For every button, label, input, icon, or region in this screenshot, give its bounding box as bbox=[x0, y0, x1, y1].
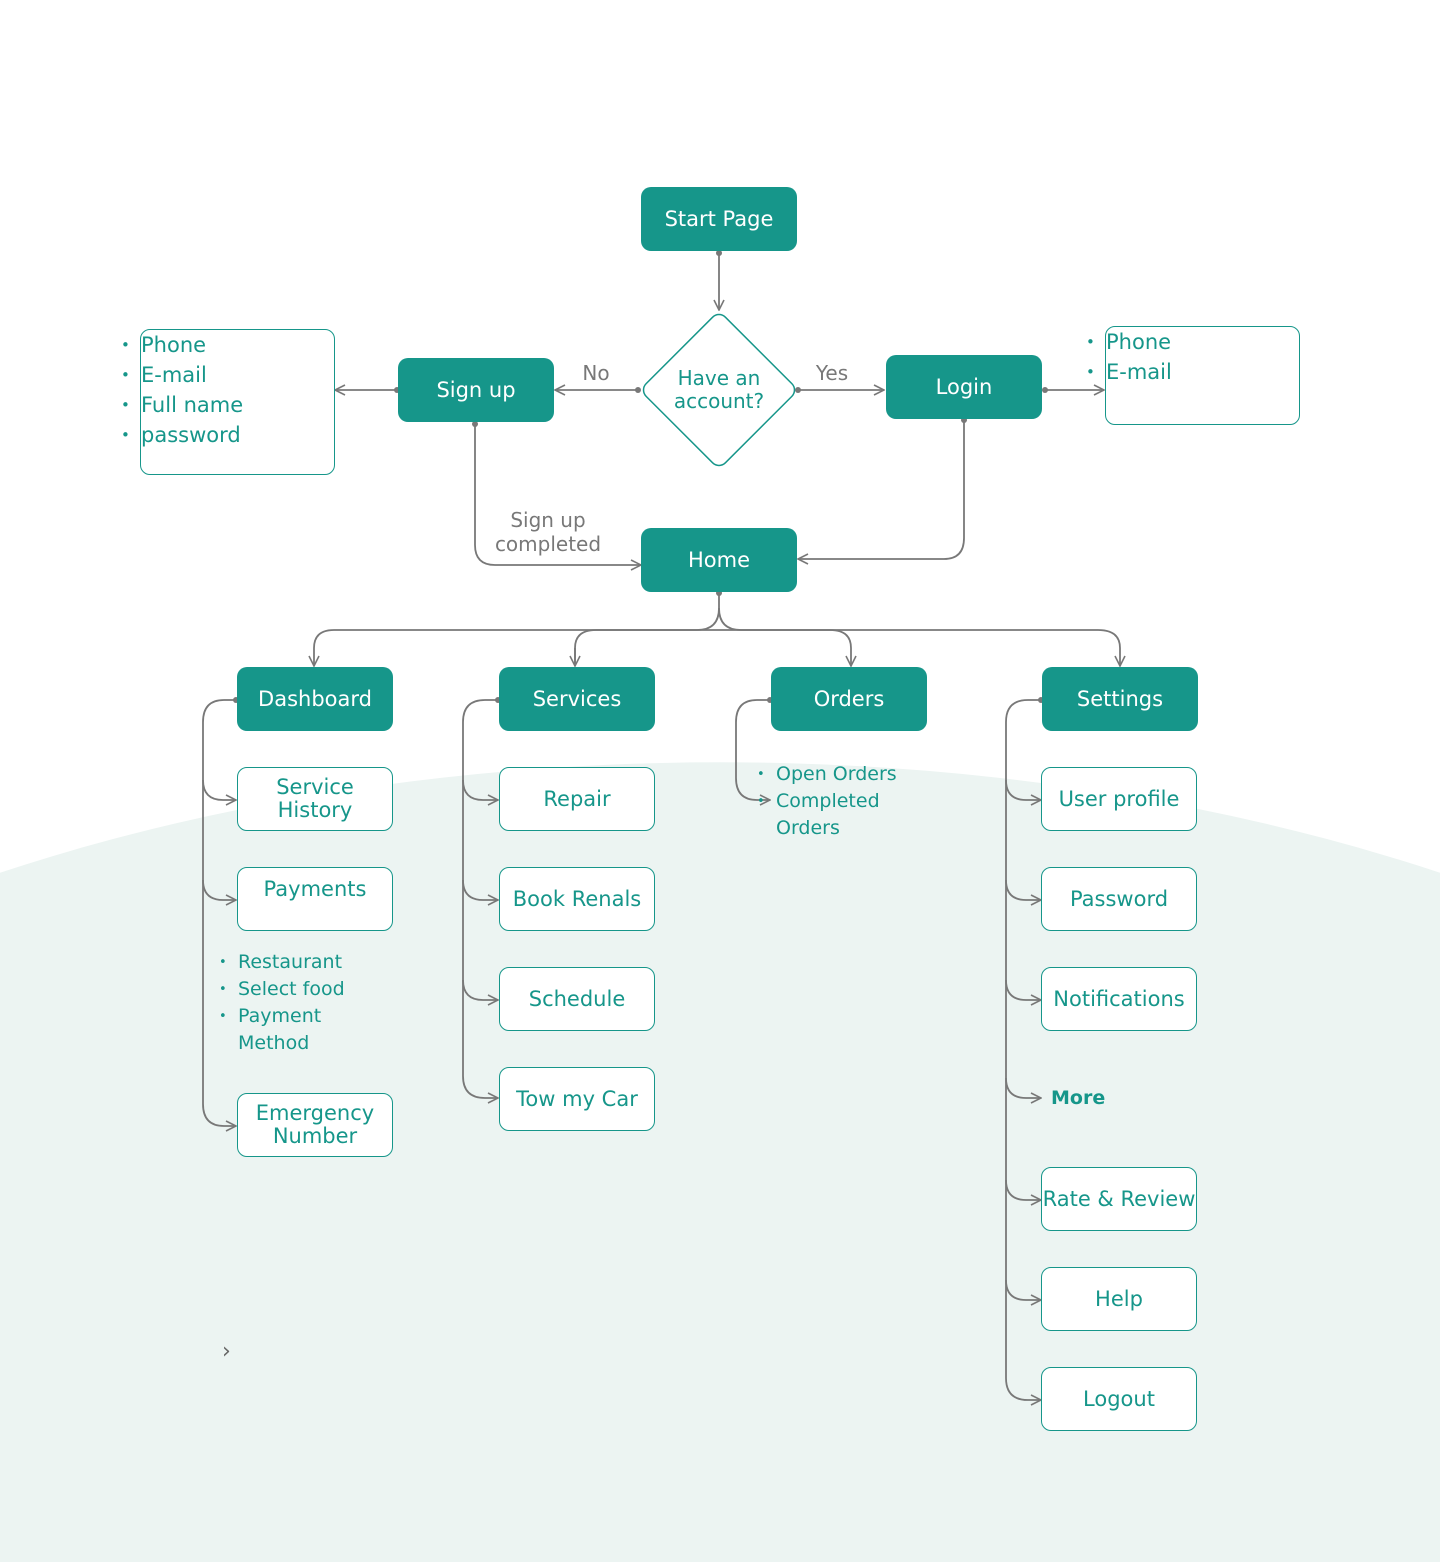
rate-review-node[interactable]: Rate & Review bbox=[1041, 1167, 1197, 1231]
signup-field: Full name bbox=[121, 390, 334, 420]
payments-node[interactable]: Payments bbox=[237, 867, 393, 931]
repair-node[interactable]: Repair bbox=[499, 767, 655, 831]
password-node[interactable]: Password bbox=[1041, 867, 1197, 931]
orders-list: Open Orders Completed Orders bbox=[757, 761, 936, 842]
logout-node[interactable]: Logout bbox=[1041, 1367, 1197, 1431]
tow-my-car-node[interactable]: Tow my Car bbox=[499, 1067, 655, 1131]
payment-detail: Select food bbox=[219, 976, 345, 1003]
signup-field: password bbox=[121, 420, 334, 450]
book-renals-node[interactable]: Book Renals bbox=[499, 867, 655, 931]
start-page-node[interactable]: Start Page bbox=[641, 187, 797, 251]
payment-details-list: Restaurant Select food Payment Method bbox=[219, 949, 345, 1057]
user-profile-node[interactable]: User profile bbox=[1041, 767, 1197, 831]
login-node[interactable]: Login bbox=[886, 355, 1042, 419]
help-node[interactable]: Help bbox=[1041, 1267, 1197, 1331]
no-label: No bbox=[582, 361, 610, 385]
order-item[interactable]: Open Orders bbox=[757, 761, 936, 788]
login-fields-list: Phone E-mail bbox=[1086, 327, 1299, 387]
notifications-node[interactable]: Notifications bbox=[1041, 967, 1197, 1031]
settings-node[interactable]: Settings bbox=[1042, 667, 1198, 731]
signup-fields-list: Phone E-mail Full name password bbox=[121, 330, 334, 450]
payment-detail: Restaurant bbox=[219, 949, 345, 976]
login-field: Phone bbox=[1086, 327, 1299, 357]
schedule-node[interactable]: Schedule bbox=[499, 967, 655, 1031]
yes-label: Yes bbox=[815, 361, 849, 385]
home-node[interactable]: Home bbox=[641, 528, 797, 592]
decision-diamond bbox=[642, 313, 796, 467]
login-field: E-mail bbox=[1086, 357, 1299, 387]
signup-fields-box: Phone E-mail Full name password bbox=[121, 329, 335, 475]
signup-completed-label: Sign up completed bbox=[494, 508, 602, 556]
more-label[interactable]: More bbox=[1051, 1087, 1106, 1109]
emergency-number-node[interactable]: Emergency Number bbox=[237, 1093, 393, 1157]
signup-field: Phone bbox=[121, 330, 334, 360]
orders-node[interactable]: Orders bbox=[771, 667, 927, 731]
payment-detail: Payment Method bbox=[219, 1003, 330, 1057]
services-node[interactable]: Services bbox=[499, 667, 655, 731]
decision-label: Have an account? bbox=[673, 366, 765, 413]
chevron-right-icon: › bbox=[222, 1339, 231, 1364]
dashboard-node[interactable]: Dashboard bbox=[237, 667, 393, 731]
service-history-node[interactable]: Service History bbox=[237, 767, 393, 831]
sign-up-node[interactable]: Sign up bbox=[398, 358, 554, 422]
order-item[interactable]: Completed Orders bbox=[757, 788, 896, 842]
login-fields-box: Phone E-mail bbox=[1086, 326, 1300, 425]
signup-field: E-mail bbox=[121, 360, 334, 390]
